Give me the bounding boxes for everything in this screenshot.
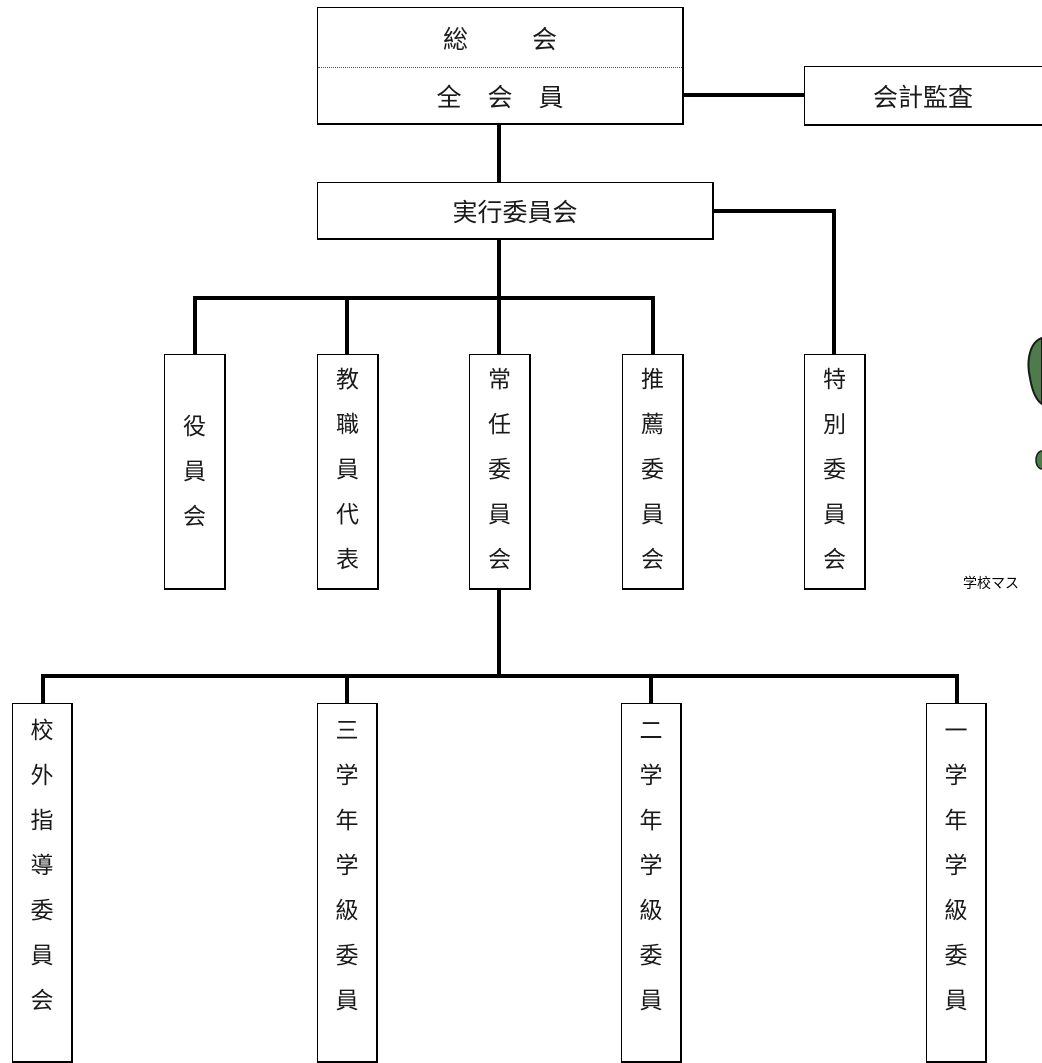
connector-executive-special-v [832,209,836,356]
drop-grade3 [345,674,349,704]
drop-outside-guidance [41,674,45,704]
mascot-foot-shape [1036,451,1042,469]
executive-committee-label: 実行委員会 [452,193,577,229]
connector-standing-down [497,590,501,678]
general-meeting-title: 総 会 [318,8,682,67]
connector-executive-down [497,240,501,300]
committee-standing: 常 任 委 員 会 [469,354,531,590]
committee-staff-rep: 教 職 員 代 表 [317,354,379,590]
subcommittee-grade2: 二 学 年 学 級 委 員 [621,703,682,1063]
executive-committee-box: 実行委員会 [317,182,714,240]
drop-standing [497,296,501,356]
drop-staff-rep [345,296,349,356]
subcommittee-outside-guidance: 校 外 指 導 委 員 会 [12,703,73,1063]
subcommittee-grade3: 三 学 年 学 級 委 員 [317,703,378,1063]
drop-grade2 [649,674,653,704]
subcommittees-bus [41,674,959,678]
general-meeting-members: 全 会 員 [318,68,682,123]
connector-meeting-auditor [684,93,804,97]
general-meeting-box: 総 会 全 会 員 [317,7,684,125]
drop-grade1 [955,674,959,704]
subcommittee-grade1: 一 学 年 学 級 委 員 [926,703,987,1063]
mascot-label: 学校マス [963,573,1019,593]
drop-nomination [651,296,655,356]
mascot-illustration [1022,320,1042,500]
committee-special: 特 別 委 員 会 [804,354,866,590]
auditor-label: 会計監査 [873,78,973,114]
connector-executive-special-h [714,209,836,213]
committees-bus [193,296,655,300]
drop-officers [193,296,197,356]
auditor-box: 会計監査 [804,66,1042,126]
committee-nomination: 推 薦 委 員 会 [622,354,684,590]
connector-meeting-executive [497,125,501,182]
mascot-body-shape [1029,338,1042,404]
committee-officers: 役 員 会 [164,354,226,590]
